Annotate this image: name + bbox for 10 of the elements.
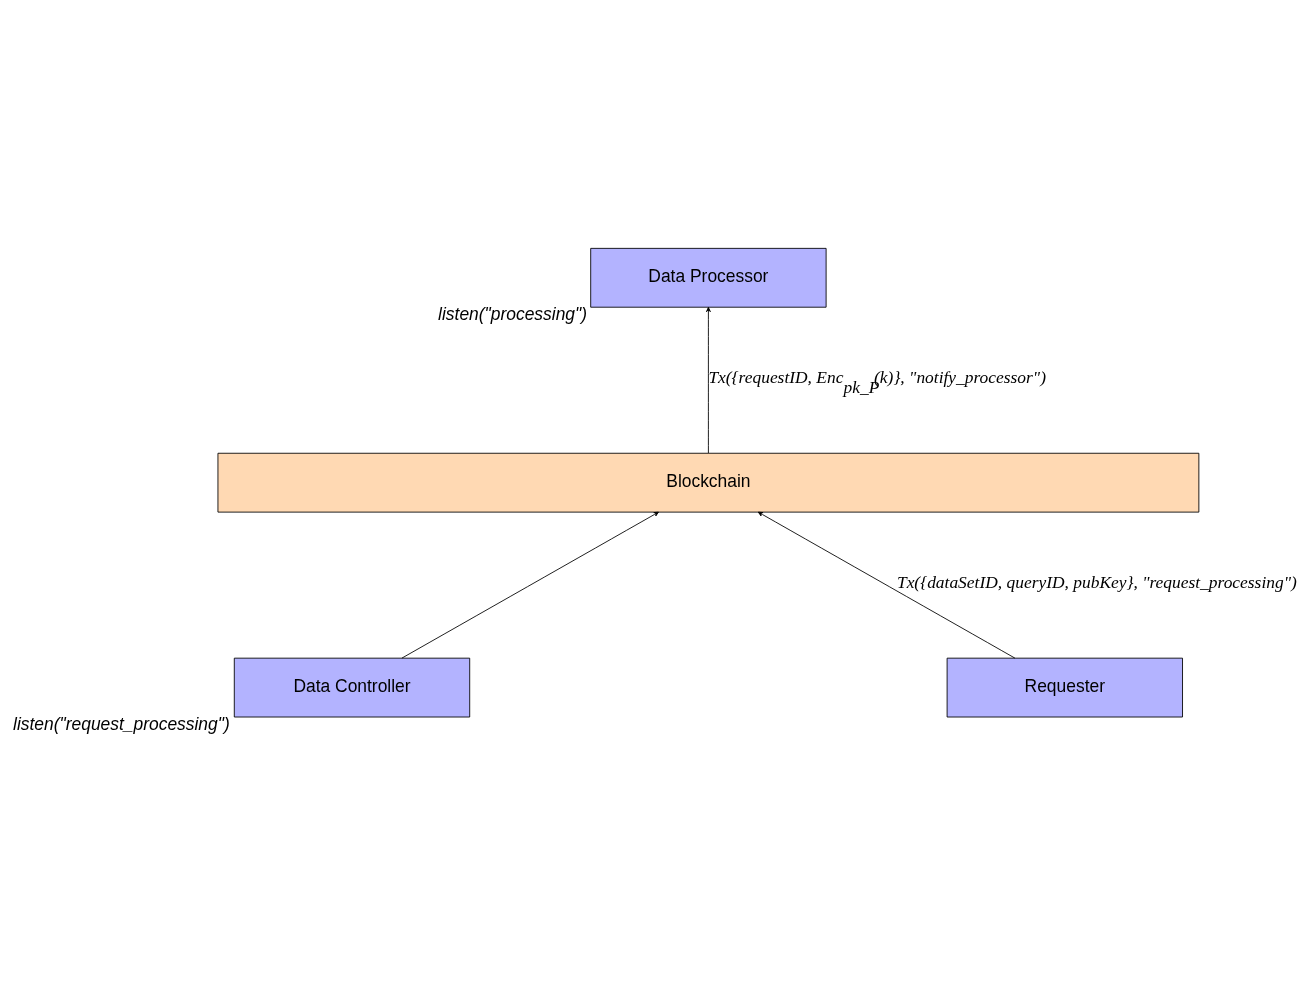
- arrow: [757, 511, 1016, 659]
- node-box: Data Controller: [233, 657, 471, 718]
- edge-label: Tx({dataSetID, queryID, pubKey}, "request_processing"): [896, 572, 1297, 593]
- node-label: listen("request_processing"): [13, 713, 230, 734]
- arrow: [401, 511, 659, 659]
- node-label: listen("processing"): [438, 304, 588, 325]
- arrow: [706, 306, 711, 454]
- node-box: Blockchain: [217, 452, 1200, 513]
- node-box: Data Processor: [590, 247, 827, 308]
- node-box: Requester: [946, 657, 1183, 718]
